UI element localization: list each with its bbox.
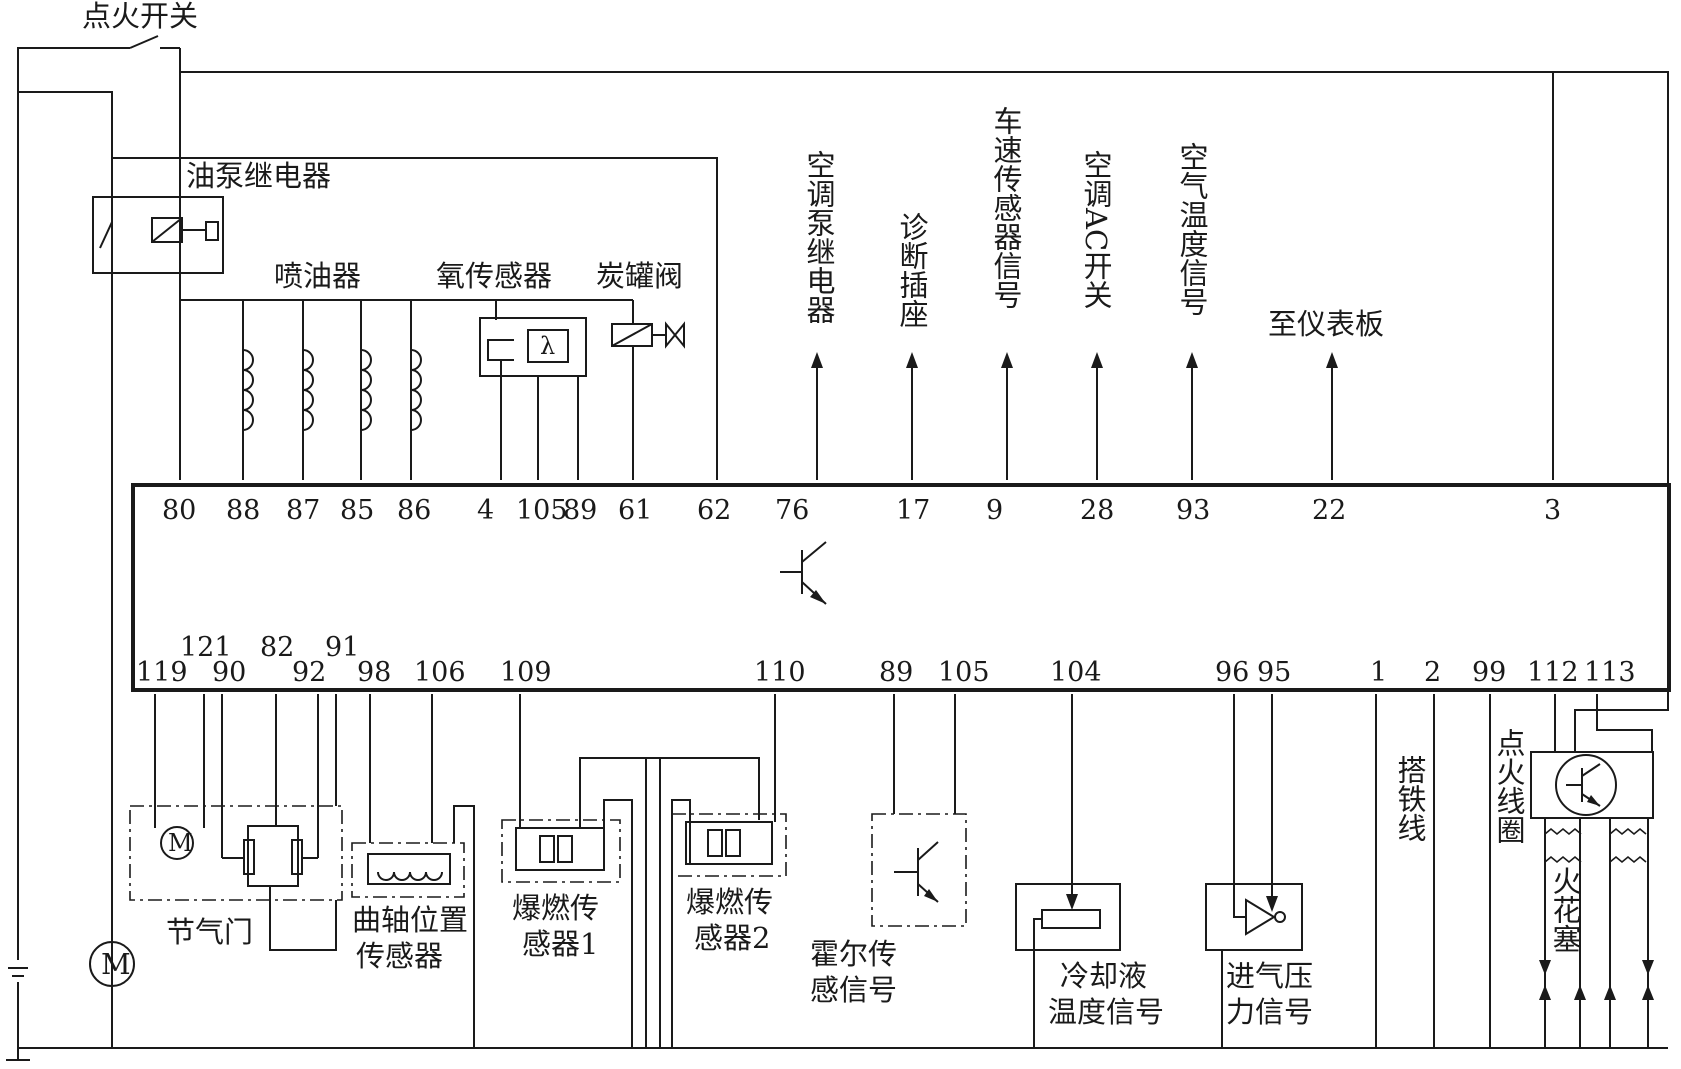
coolant-temp-sensor [1015, 694, 1121, 1048]
pin-bottom-121: 121 [180, 632, 232, 663]
air-temp-signal-label: 空气温度信号 [1175, 142, 1209, 316]
pin-bottom-112: 112 [1527, 657, 1579, 688]
pin-bottom-89: 89 [879, 657, 913, 688]
injectors-label: 喷油器 [274, 259, 361, 293]
coolant-label-line1: 冷却液 [1060, 959, 1147, 993]
throttle-body [129, 694, 343, 951]
pin-bottom-99: 99 [1472, 657, 1506, 688]
pin-bottom-104: 104 [1050, 657, 1102, 688]
ecu-bottom-pins: 119 121 90 82 92 91 98 106 109 110 89 10… [136, 632, 1636, 688]
pin-bottom-98: 98 [357, 657, 391, 688]
throttle-label: 节气门 [166, 915, 253, 949]
ac-switch-label: 空调AC开关 [1079, 150, 1113, 310]
fuel-pump-motor [89, 941, 135, 987]
knock-sensor-2-label-line1: 爆燃传 [686, 885, 773, 919]
hall-sensor-label-line2: 感信号 [810, 973, 897, 1007]
pin-bottom-90: 90 [212, 657, 246, 688]
pin-top-86: 86 [397, 495, 431, 526]
hall-sensor [871, 694, 967, 927]
pin-bottom-113: 113 [1584, 657, 1636, 688]
pin-bottom-95: 95 [1257, 657, 1291, 688]
knock-sensor-1-label-line2: 感器1 [522, 927, 598, 961]
pin-top-76: 76 [775, 495, 809, 526]
intake-pressure-label-line1: 进气压 [1226, 959, 1313, 993]
ecu-top-pins: 80 88 87 85 86 4 105 89 61 62 76 17 9 28… [162, 495, 1561, 526]
crank-sensor-label-line1: 曲轴位置 [352, 903, 468, 937]
pin-top-9: 9 [986, 495, 1003, 526]
pin-bottom-91: 91 [325, 632, 359, 663]
canister-valve [611, 300, 685, 480]
pin-top-105: 105 [516, 495, 568, 526]
knock-sensor-1-label-line1: 爆燃传 [512, 891, 599, 925]
pin-bottom-119: 119 [136, 657, 188, 688]
pin-top-80: 80 [162, 495, 196, 526]
pin-top-61: 61 [618, 495, 652, 526]
power-wiring [6, 35, 1669, 1061]
pin-top-3: 3 [1544, 495, 1561, 526]
pin-top-88: 88 [226, 495, 260, 526]
intake-pressure-label-line2: 力信号 [1226, 995, 1313, 1029]
pin-bottom-96: 96 [1215, 657, 1249, 688]
hall-sensor-label-line1: 霍尔传 [810, 937, 897, 971]
ac-pump-relay-label: 空调泵继电器 [802, 150, 836, 324]
knock-sensor-2-label-line2: 感器2 [694, 921, 770, 955]
pin-bottom-82: 82 [260, 632, 294, 663]
pin-bottom-110: 110 [754, 657, 806, 688]
spark-plug-label: 火花塞 [1548, 866, 1582, 953]
knock-sensor-1 [501, 694, 760, 1048]
pin-top-4: 4 [477, 495, 494, 526]
pin-bottom-109: 109 [500, 657, 552, 688]
ecu-box [131, 483, 1671, 692]
pin-bottom-1: 1 [1370, 657, 1387, 688]
pin-bottom-106: 106 [414, 657, 466, 688]
pin-top-87: 87 [286, 495, 320, 526]
injectors [180, 299, 633, 480]
pin-top-93: 93 [1176, 495, 1210, 526]
pin-top-28: 28 [1080, 495, 1114, 526]
oxygen-sensor [479, 300, 587, 480]
ground-wires [1375, 694, 1491, 1048]
ecu-transistor-symbol [780, 541, 827, 605]
oxygen-sensor-label: 氧传感器 [436, 259, 552, 293]
pin-bottom-2: 2 [1424, 657, 1441, 688]
top-signal-arrows [811, 352, 1338, 480]
pin-top-85: 85 [340, 495, 374, 526]
fuel-pump-relay [92, 157, 718, 480]
pin-bottom-92: 92 [292, 657, 326, 688]
pin-top-89: 89 [563, 495, 597, 526]
canister-valve-label: 炭罐阀 [596, 259, 683, 293]
crankshaft-sensor [351, 694, 475, 1048]
crank-sensor-label-line2: 传感器 [356, 939, 443, 973]
pin-top-62: 62 [697, 495, 731, 526]
throttle-motor-symbol: M [168, 829, 193, 857]
knock-sensor-2 [645, 694, 787, 1048]
ground-wire-label: 搭铁线 [1393, 755, 1427, 842]
diagnostic-socket-label: 诊断插座 [895, 212, 929, 328]
pin-top-17: 17 [896, 495, 930, 526]
fuel-pump-motor-symbol: M [101, 947, 131, 981]
intake-pressure-sensor [1205, 694, 1303, 1048]
vehicle-speed-signal-label: 车速传感器信号 [989, 106, 1023, 309]
to-instrument-panel-label: 至仪表板 [1268, 307, 1384, 341]
ignition-coil-label: 点火线圈 [1492, 728, 1526, 844]
ignition-switch-label: 点火开关 [82, 0, 198, 33]
pin-top-22: 22 [1312, 495, 1346, 526]
pin-bottom-105: 105 [938, 657, 990, 688]
fuel-pump-relay-label: 油泵继电器 [186, 159, 331, 193]
coolant-label-line2: 温度信号 [1048, 995, 1164, 1029]
lambda-symbol: λ [540, 332, 555, 360]
ignition-coil [1530, 694, 1654, 1048]
